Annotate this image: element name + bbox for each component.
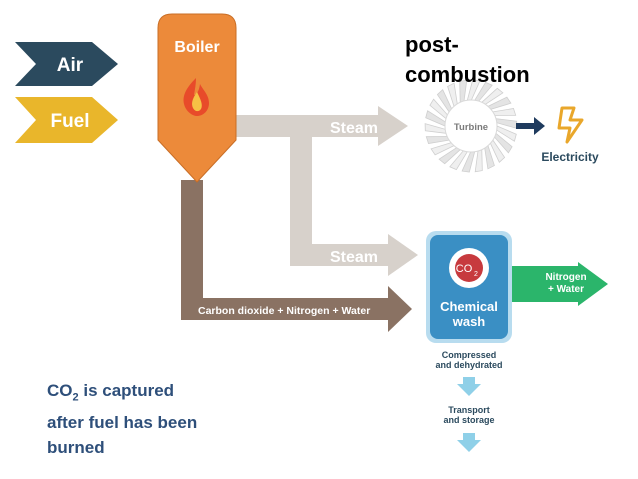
turbine-hub	[444, 99, 498, 153]
chemical-wash-line2: wash	[452, 314, 486, 329]
turbine-blade	[425, 136, 450, 144]
turbine-blade	[492, 108, 517, 116]
title-line2: combustion	[405, 62, 530, 87]
fuel-label: Fuel	[50, 111, 89, 132]
caption-sub: 2	[72, 391, 79, 404]
turbine-label: Turbine	[454, 122, 488, 133]
exhaust-arrow: Nitrogen + Water	[512, 262, 608, 306]
down-arrow-2	[457, 433, 481, 452]
steam-bottom-label: Steam	[330, 249, 378, 266]
diagram-title: post- combustion	[405, 30, 635, 90]
title-line1: post-	[405, 32, 459, 57]
turbine-blade	[474, 149, 483, 173]
fuel-arrow: Fuel	[15, 97, 118, 143]
compressed-step: Compressed and dehydrated	[435, 350, 502, 370]
flue-gas-label: Carbon dioxide + Nitrogen + Water	[198, 305, 370, 317]
caption-rest1: is captured	[78, 381, 175, 400]
compressed-line1: Compressed	[442, 350, 497, 360]
flue-gas-flow: Carbon dioxide + Nitrogen + Water	[181, 180, 412, 332]
boiler: Boiler	[157, 13, 237, 183]
electricity-label: Electricity	[541, 150, 599, 164]
chemical-wash-line1: Chemical	[440, 299, 498, 314]
steam-flow: Steam Steam	[210, 106, 418, 276]
caption-co: CO	[47, 381, 73, 400]
caption-line1: CO2 is captured	[47, 378, 247, 410]
co2-badge-sub: 2	[474, 271, 478, 278]
air-label: Air	[57, 55, 84, 76]
steam-top-label: Steam	[330, 120, 378, 137]
transport-step: Transport and storage	[443, 405, 494, 425]
electricity-icon	[557, 106, 584, 144]
exhaust-line2: + Water	[548, 284, 584, 295]
exhaust-line1: Nitrogen	[545, 272, 586, 283]
electricity-arrow	[516, 117, 545, 135]
transport-line1: Transport	[448, 405, 490, 415]
caption-line2: after fuel has been	[47, 413, 198, 433]
flame-icon	[183, 78, 209, 116]
transport-line2: and storage	[443, 415, 494, 425]
turbine-icon	[424, 79, 518, 173]
caption: CO2 is captured after fuel has been burn…	[47, 378, 247, 460]
co2-badge-text: CO	[456, 263, 473, 275]
down-arrow-1	[457, 377, 481, 396]
air-arrow: Air	[15, 42, 118, 86]
compressed-line2: and dehydrated	[435, 360, 502, 370]
boiler-label: Boiler	[174, 39, 219, 56]
caption-line3: burned	[47, 438, 105, 458]
chemical-wash-unit: CO 2 Chemical wash	[426, 231, 512, 343]
